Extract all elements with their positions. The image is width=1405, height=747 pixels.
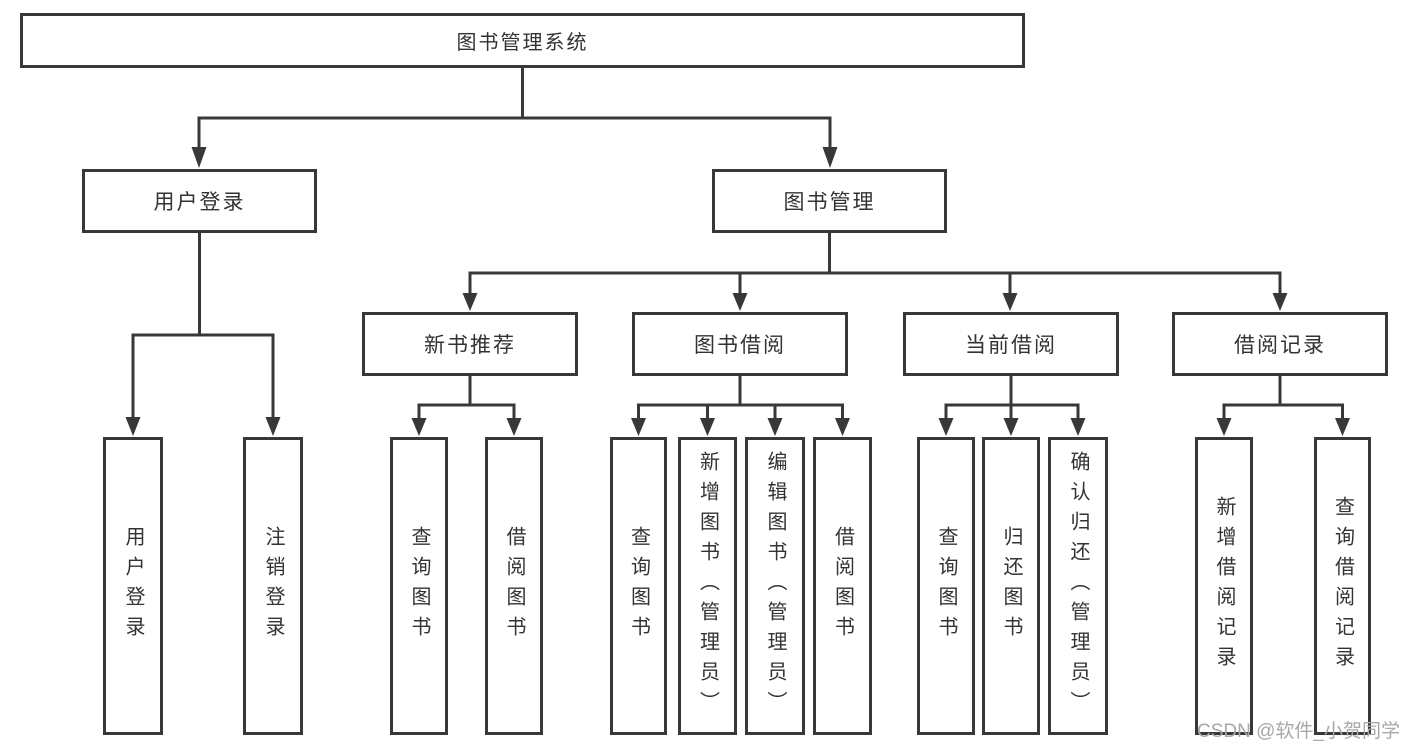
- node-book-management: 图书管理: [712, 169, 947, 233]
- leaf-confirm-return-admin: 确认归还（管理员）: [1048, 437, 1108, 735]
- node-user-login-label: 用户登录: [153, 191, 246, 214]
- node-new-book-recommend-label: 新书推荐: [424, 334, 516, 357]
- node-book-borrowing: 图书借阅: [632, 312, 848, 376]
- leaf-logout-label: 注销登录: [262, 526, 284, 646]
- leaf-query-book-borrowing-label: 查询图书: [627, 526, 650, 646]
- leaf-user-login-label: 用户登录: [122, 526, 144, 646]
- leaf-edit-book-admin: 编辑图书（管理员）: [745, 437, 805, 735]
- leaf-user-login: 用户登录: [103, 437, 163, 735]
- node-root-label: 图书管理系统: [456, 32, 589, 54]
- leaf-query-book-recommend: 查询图书: [390, 437, 448, 735]
- leaf-query-book-current: 查询图书: [917, 437, 975, 735]
- leaf-return-book-label: 归还图书: [1000, 526, 1022, 646]
- leaf-add-borrow-record: 新增借阅记录: [1195, 437, 1253, 735]
- leaf-logout: 注销登录: [243, 437, 303, 735]
- leaf-borrow-book-recommend: 借阅图书: [485, 437, 543, 735]
- node-book-management-label: 图书管理: [783, 191, 876, 214]
- leaf-query-book-borrowing: 查询图书: [610, 437, 667, 735]
- leaf-query-borrow-record-label: 查询借阅记录: [1331, 496, 1354, 676]
- leaf-borrow-book-label: 借阅图书: [831, 526, 854, 646]
- leaf-return-book: 归还图书: [982, 437, 1040, 735]
- leaf-query-book-recommend-label: 查询图书: [408, 526, 430, 646]
- node-new-book-recommend: 新书推荐: [362, 312, 578, 376]
- leaf-borrow-book: 借阅图书: [813, 437, 872, 735]
- leaf-confirm-return-admin-label: 确认归还（管理员）: [1067, 451, 1089, 721]
- node-borrowing-records-label: 借阅记录: [1234, 334, 1326, 357]
- node-book-borrowing-label: 图书借阅: [694, 334, 786, 357]
- node-user-login: 用户登录: [82, 169, 317, 233]
- leaf-query-borrow-record: 查询借阅记录: [1314, 437, 1371, 735]
- node-current-borrowing-label: 当前借阅: [965, 334, 1057, 357]
- leaf-edit-book-admin-label: 编辑图书（管理员）: [764, 451, 786, 721]
- csdn-watermark: CSDN @软件_小贺同学: [1197, 721, 1400, 742]
- node-current-borrowing: 当前借阅: [903, 312, 1119, 376]
- leaf-add-borrow-record-label: 新增借阅记录: [1213, 496, 1235, 676]
- leaf-add-book-admin-label: 新增图书（管理员）: [696, 451, 719, 721]
- leaf-borrow-book-recommend-label: 借阅图书: [503, 526, 525, 646]
- leaf-query-book-current-label: 查询图书: [935, 526, 957, 646]
- leaf-add-book-admin: 新增图书（管理员）: [678, 437, 737, 735]
- node-root: 图书管理系统: [20, 13, 1025, 68]
- node-borrowing-records: 借阅记录: [1172, 312, 1388, 376]
